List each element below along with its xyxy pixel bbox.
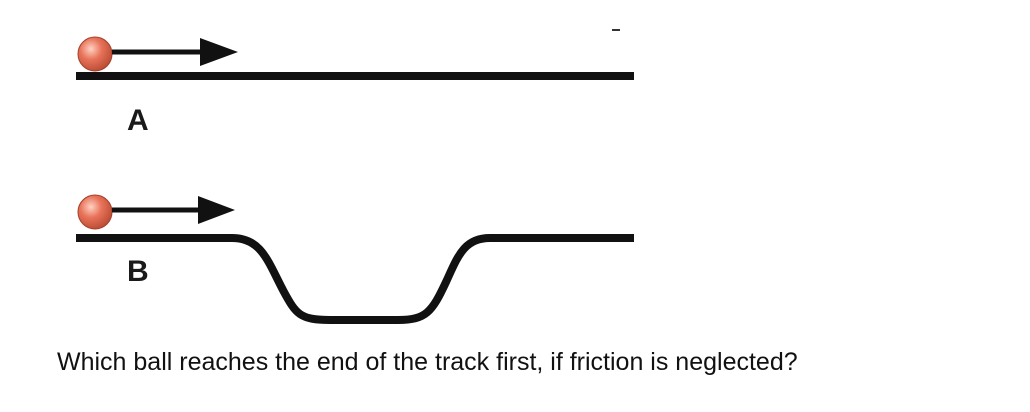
question-text: Which ball reaches the end of the track … xyxy=(57,348,798,376)
ball-a xyxy=(77,36,113,72)
arrow-b-icon xyxy=(112,196,235,224)
track-diagram: A B xyxy=(76,29,634,324)
track-a-label: A xyxy=(127,104,149,137)
ball-b xyxy=(77,194,113,230)
arrow-a-icon xyxy=(112,38,238,66)
track-b xyxy=(76,234,634,324)
track-a-group: A xyxy=(76,36,634,137)
track-b-group: B xyxy=(76,194,634,324)
track-b-label: B xyxy=(127,255,149,288)
